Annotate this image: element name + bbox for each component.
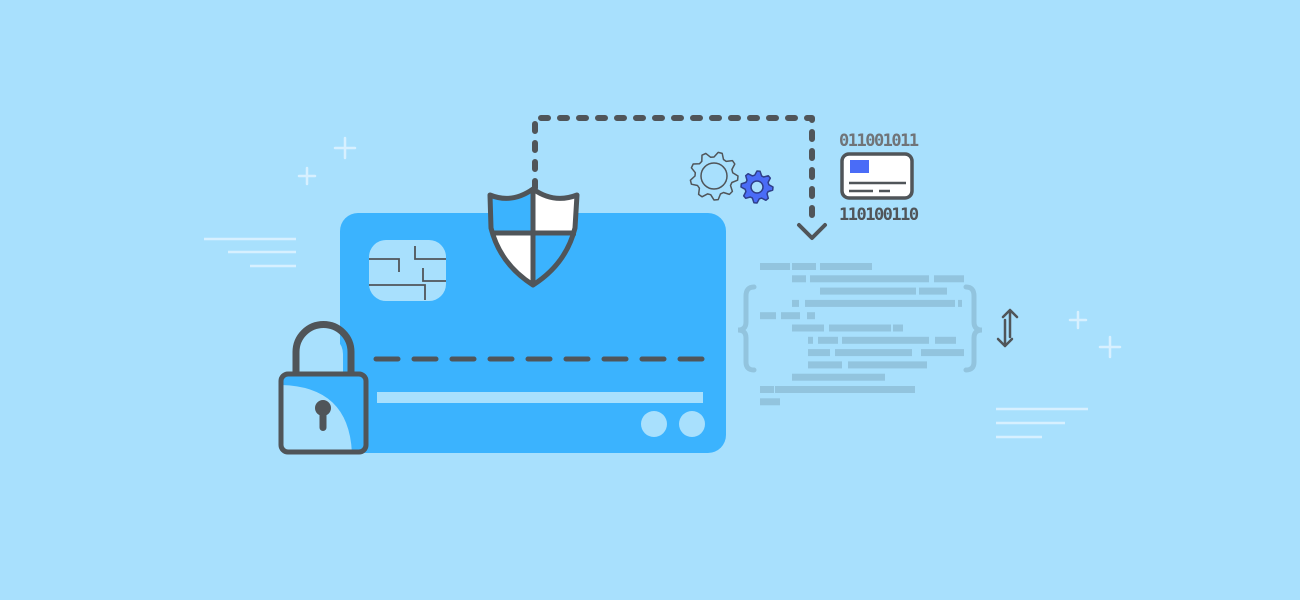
card-logo-circle <box>679 411 705 437</box>
code-line-segment <box>935 336 956 344</box>
card-logo-circle <box>641 411 667 437</box>
gear-outline-icon <box>689 151 739 201</box>
code-line-segment <box>893 324 903 332</box>
plus-icon <box>1098 335 1122 359</box>
code-line-segment <box>820 287 916 295</box>
code-line-segment <box>760 263 790 270</box>
left-brace <box>737 284 757 373</box>
code-line-segment <box>848 361 927 369</box>
code-line-segment <box>805 299 955 307</box>
code-line-segment <box>829 324 891 332</box>
code-line-segment <box>760 312 776 320</box>
code-line-segment <box>792 275 806 283</box>
code-line-segment <box>792 299 799 307</box>
motion-lines-right <box>996 407 1088 439</box>
code-line-segment <box>808 361 842 369</box>
code-line-segment <box>934 275 964 283</box>
code-line-segment <box>807 312 815 320</box>
code-line-segment <box>820 263 872 270</box>
binary-bottom: 110100110 <box>839 205 919 225</box>
card-signature-strip <box>377 392 703 403</box>
binary-top: 011001011 <box>839 131 919 151</box>
code-line-segment <box>842 336 929 344</box>
code-line-segment <box>835 349 912 357</box>
credit-card <box>340 213 726 453</box>
data-flow-path <box>532 115 815 229</box>
keyhole-icon: EN <box>315 400 331 431</box>
code-line-segment <box>921 349 964 357</box>
sync-arrows-icon <box>996 308 1019 348</box>
motion-lines-left <box>204 237 296 268</box>
code-line-segment <box>808 336 813 344</box>
padlock-icon: EN <box>278 321 369 455</box>
right-brace <box>963 284 983 373</box>
gear-blue-icon <box>740 170 774 204</box>
code-line-segment <box>775 386 915 393</box>
code-line-segment <box>919 287 947 295</box>
code-line-segment <box>792 324 824 332</box>
code-line-segment <box>810 275 929 283</box>
code-line-segment <box>958 299 962 307</box>
code-lines <box>760 263 964 406</box>
decorative-sparkles <box>297 136 1122 359</box>
code-line-segment <box>808 349 830 357</box>
code-line-segment <box>792 263 816 270</box>
code-block <box>737 263 983 406</box>
code-line-segment <box>818 336 838 344</box>
chip-icon <box>369 240 446 301</box>
code-line-segment <box>760 386 774 393</box>
code-line-segment <box>760 398 780 406</box>
plus-icon <box>297 166 317 186</box>
code-line-segment <box>781 312 800 320</box>
code-line-segment <box>792 373 885 381</box>
encrypted-card-icon: 011001011 110100110 <box>839 131 920 225</box>
plus-icon <box>333 136 357 160</box>
arrow-down-icon <box>797 223 827 240</box>
plus-icon <box>1068 310 1088 330</box>
